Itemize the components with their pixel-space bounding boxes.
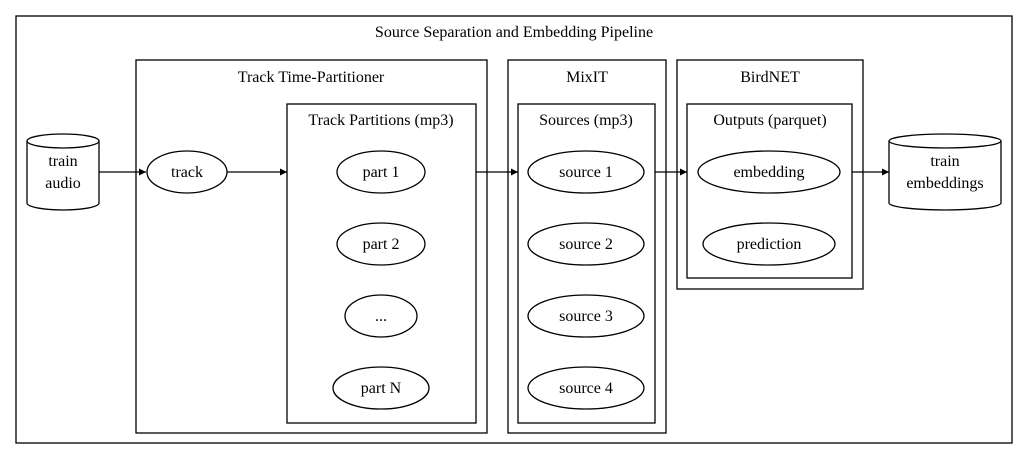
node-part-2-label: part 2 — [363, 236, 400, 253]
node-part-1: part 1 — [336, 150, 426, 194]
node-source-4: source 4 — [527, 366, 645, 410]
cluster-partitioner-title: Track Time-Partitioner — [238, 69, 385, 86]
graph-frame — [15, 15, 1013, 444]
node-train-embeddings: train embeddings — [888, 133, 1002, 211]
node-source-3: source 3 — [527, 294, 645, 338]
node-part-n-label: part N — [361, 380, 402, 397]
node-part-1-shape — [336, 150, 426, 194]
node-part-1-label: part 1 — [363, 164, 400, 181]
node-part-ellipsis-shape — [344, 294, 418, 338]
cluster-birdnet-title: BirdNET — [740, 69, 800, 86]
diagram-title: Source Separation and Embedding Pipeline — [375, 24, 653, 41]
node-part-ellipsis: ... — [344, 294, 418, 338]
node-embedding-label: embedding — [733, 164, 804, 181]
cylinder-body — [26, 141, 100, 211]
cluster-birdnet: BirdNET — [676, 59, 864, 290]
node-train-audio: train audio — [26, 133, 100, 211]
node-train-audio-line2: audio — [45, 175, 81, 192]
node-source-1-shape — [527, 150, 645, 194]
node-part-2: part 2 — [336, 222, 426, 266]
node-source-2-shape — [527, 222, 645, 266]
node-part-n-shape — [332, 366, 430, 410]
cylinder-top — [26, 133, 100, 149]
node-source-2-label: source 2 — [559, 236, 613, 253]
cluster-birdnet-box — [676, 59, 864, 290]
node-source-4-shape — [527, 366, 645, 410]
node-part-ellipsis-label: ... — [375, 308, 387, 325]
node-source-2: source 2 — [527, 222, 645, 266]
node-train-audio-line1: train — [48, 153, 77, 170]
node-prediction: prediction — [702, 222, 836, 266]
cluster-mixit-title: MixIT — [566, 69, 608, 86]
cluster-track-partitions: Track Partitions (mp3) — [286, 103, 477, 424]
cluster-partitioner-box — [135, 59, 488, 434]
node-track-label: track — [171, 164, 203, 181]
node-part-n: part N — [332, 366, 430, 410]
node-train-embeddings-line1: train — [930, 153, 959, 170]
cluster-partitions-title: Track Partitions (mp3) — [308, 112, 453, 129]
cluster-outputs: Outputs (parquet) — [686, 103, 853, 279]
node-prediction-shape — [702, 222, 836, 266]
node-track: track — [146, 150, 228, 194]
cluster-sources-box — [517, 103, 656, 424]
cluster-outputs-title: Outputs (parquet) — [713, 112, 826, 129]
node-prediction-label: prediction — [737, 236, 802, 253]
node-embedding: embedding — [697, 150, 841, 194]
cluster-mixit-box — [507, 59, 667, 434]
cluster-track-time-partitioner: Track Time-Partitioner — [135, 59, 488, 434]
cylinder-body — [888, 141, 1002, 211]
node-train-embeddings-line2: embeddings — [906, 175, 983, 192]
cluster-sources-title: Sources (mp3) — [539, 112, 633, 129]
cylinder-top — [888, 133, 1002, 149]
cluster-sources: Sources (mp3) — [517, 103, 656, 424]
cluster-partitions-box — [286, 103, 477, 424]
node-embedding-shape — [697, 150, 841, 194]
node-source-4-label: source 4 — [559, 380, 613, 397]
node-source-3-shape — [527, 294, 645, 338]
cluster-mixit: MixIT — [507, 59, 667, 434]
node-source-3-label: source 3 — [559, 308, 613, 325]
node-source-1-label: source 1 — [559, 164, 613, 181]
cluster-outputs-box — [686, 103, 853, 279]
node-part-2-shape — [336, 222, 426, 266]
node-source-1: source 1 — [527, 150, 645, 194]
